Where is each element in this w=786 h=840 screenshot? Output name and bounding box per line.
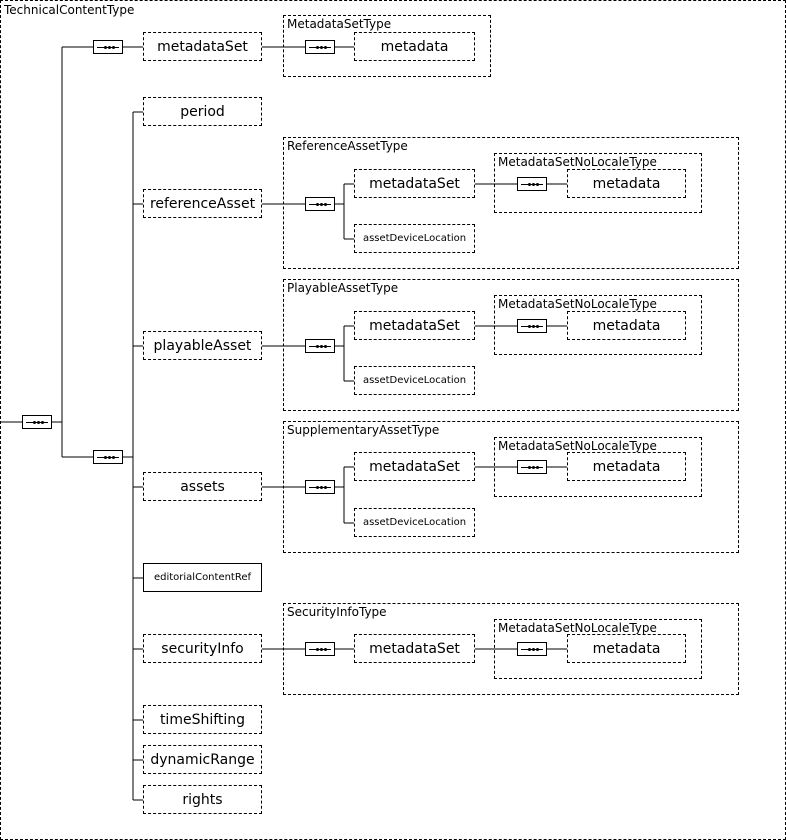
reference-metadata-sequence-icon[interactable] — [517, 177, 547, 191]
security-metadata-element[interactable]: metadata — [567, 634, 686, 663]
metadata-set-element[interactable]: metadataSet — [143, 32, 262, 61]
playable-asset-type-frame — [283, 279, 739, 411]
reference-metadata-set-element[interactable]: metadataSet — [354, 169, 475, 198]
reference-metadata-element[interactable]: metadata — [567, 169, 686, 198]
security-info-type-label: SecurityInfoType — [287, 605, 387, 619]
main-sequence-icon[interactable] — [93, 450, 123, 464]
supplementary-metadata-set-no-locale-frame — [494, 437, 702, 497]
playable-asset-sequence-icon[interactable] — [305, 339, 335, 353]
metadata-set-type-frame — [283, 15, 491, 77]
playable-metadata-sequence-icon[interactable] — [517, 319, 547, 333]
editorial-content-ref-element[interactable]: editorialContentRef — [143, 563, 262, 592]
security-info-sequence-icon[interactable] — [305, 642, 335, 656]
security-info-type-frame — [283, 603, 739, 695]
playable-metadata-set-no-locale-label: MetadataSetNoLocaleType — [498, 297, 657, 311]
metadata-set-type-label: MetadataSetType — [287, 17, 392, 31]
assets-element[interactable]: assets — [143, 472, 262, 501]
supplementary-asset-type-label: SupplementaryAssetType — [287, 423, 440, 437]
security-metadata-set-no-locale-label: MetadataSetNoLocaleType — [498, 621, 657, 635]
security-metadata-set-element[interactable]: metadataSet — [354, 634, 475, 663]
period-element[interactable]: period — [143, 97, 262, 126]
supplementary-metadata-set-no-locale-label: MetadataSetNoLocaleType — [498, 439, 657, 453]
supplementary-metadata-sequence-icon[interactable] — [517, 460, 547, 474]
time-shifting-element[interactable]: timeShifting — [143, 705, 262, 734]
reference-asset-type-frame — [283, 137, 739, 269]
metadata-set-type-metadata-element[interactable]: metadata — [354, 32, 475, 61]
playable-metadata-set-no-locale-frame — [494, 295, 702, 355]
reference-metadata-set-no-locale-label: MetadataSetNoLocaleType — [498, 155, 657, 169]
playable-asset-device-location-element[interactable]: assetDeviceLocation — [354, 366, 475, 395]
supplementary-metadata-element[interactable]: metadata — [567, 452, 686, 481]
reference-asset-element[interactable]: referenceAsset — [143, 189, 262, 218]
security-info-element[interactable]: securityInfo — [143, 634, 262, 663]
playable-asset-element[interactable]: playableAsset — [143, 331, 262, 360]
supplementary-asset-type-frame — [283, 421, 739, 553]
metadata-set-sequence-icon[interactable] — [93, 40, 123, 54]
rights-element[interactable]: rights — [143, 785, 262, 814]
supplementary-asset-device-location-element[interactable]: assetDeviceLocation — [354, 508, 475, 537]
reference-asset-sequence-icon[interactable] — [305, 197, 335, 211]
metadata-set-type-sequence-icon[interactable] — [305, 40, 335, 54]
root-sequence-icon[interactable] — [22, 415, 52, 429]
reference-asset-device-location-element[interactable]: assetDeviceLocation — [354, 224, 475, 253]
security-metadata-set-no-locale-frame — [494, 619, 702, 679]
dynamic-range-element[interactable]: dynamicRange — [143, 745, 262, 774]
security-metadata-sequence-icon[interactable] — [517, 642, 547, 656]
playable-metadata-element[interactable]: metadata — [567, 311, 686, 340]
reference-asset-type-label: ReferenceAssetType — [287, 139, 408, 153]
playable-asset-type-label: PlayableAssetType — [287, 281, 399, 295]
playable-metadata-set-element[interactable]: metadataSet — [354, 311, 475, 340]
supplementary-metadata-set-element[interactable]: metadataSet — [354, 452, 475, 481]
reference-metadata-set-no-locale-frame — [494, 153, 702, 213]
supplementary-asset-sequence-icon[interactable] — [305, 480, 335, 494]
technical-content-type-label: TechnicalContentType — [4, 3, 135, 17]
